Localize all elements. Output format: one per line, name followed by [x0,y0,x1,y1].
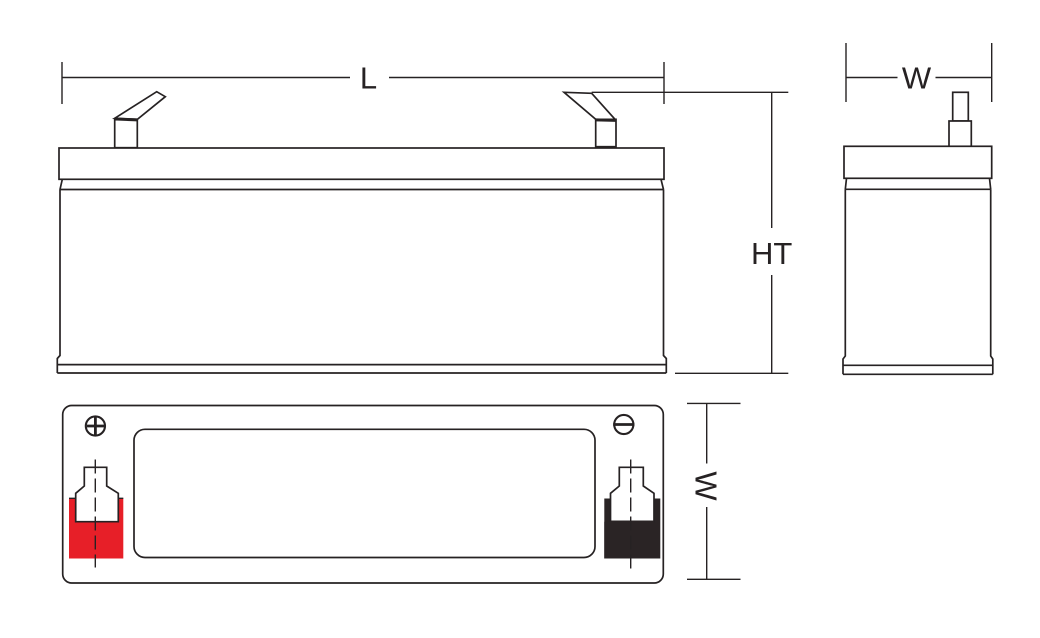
top-view [61,404,665,584]
dim-length-ticks [61,62,665,104]
dim-width-top: W [687,402,741,580]
terminal-blade [111,90,167,121]
front-neck [59,179,665,190]
side-view [842,91,994,376]
side-neck [844,178,992,190]
terminal-blade-edge [595,118,617,122]
terminal-post [113,118,139,149]
front-right-terminal [561,91,617,148]
side-terminal [948,91,973,148]
terminal-post [948,120,973,148]
body-left-edge [842,189,847,375]
front-lid [58,147,665,181]
top-view-label-recess [133,428,596,559]
front-view [56,90,668,374]
positive-terminal-icon [84,415,107,437]
dim-width-side: W [845,43,993,102]
dim-width-side-label: W [902,61,932,96]
terminal-blade-edge [114,117,138,122]
body-right-edge [989,189,994,375]
dim-width-top-label: W [689,471,724,501]
body-right-edge [662,189,668,373]
dim-height-label: HT [751,236,792,271]
terminal-post [594,118,617,148]
body-left-edge [56,189,61,373]
negative-terminal-icon [613,413,635,436]
positive-terminal-cup [69,498,124,559]
dim-width-side-ticks [845,43,993,102]
top-positive-terminal [69,459,124,568]
dim-length: L [61,61,665,104]
terminal-blade [951,91,970,122]
dim-length-label: L [360,61,377,96]
terminal-blade [561,91,617,121]
side-lid [843,145,993,180]
dim-height: HT [591,91,792,374]
front-body [56,188,668,374]
top-negative-terminal [604,459,661,569]
dim-width-top-ticks [687,402,741,580]
front-left-terminal [111,90,167,149]
positive-terminal-blade [74,466,120,523]
plus-cross [86,417,104,435]
side-body [842,188,994,376]
plus-circle [84,415,107,437]
negative-cup-front [604,520,654,559]
